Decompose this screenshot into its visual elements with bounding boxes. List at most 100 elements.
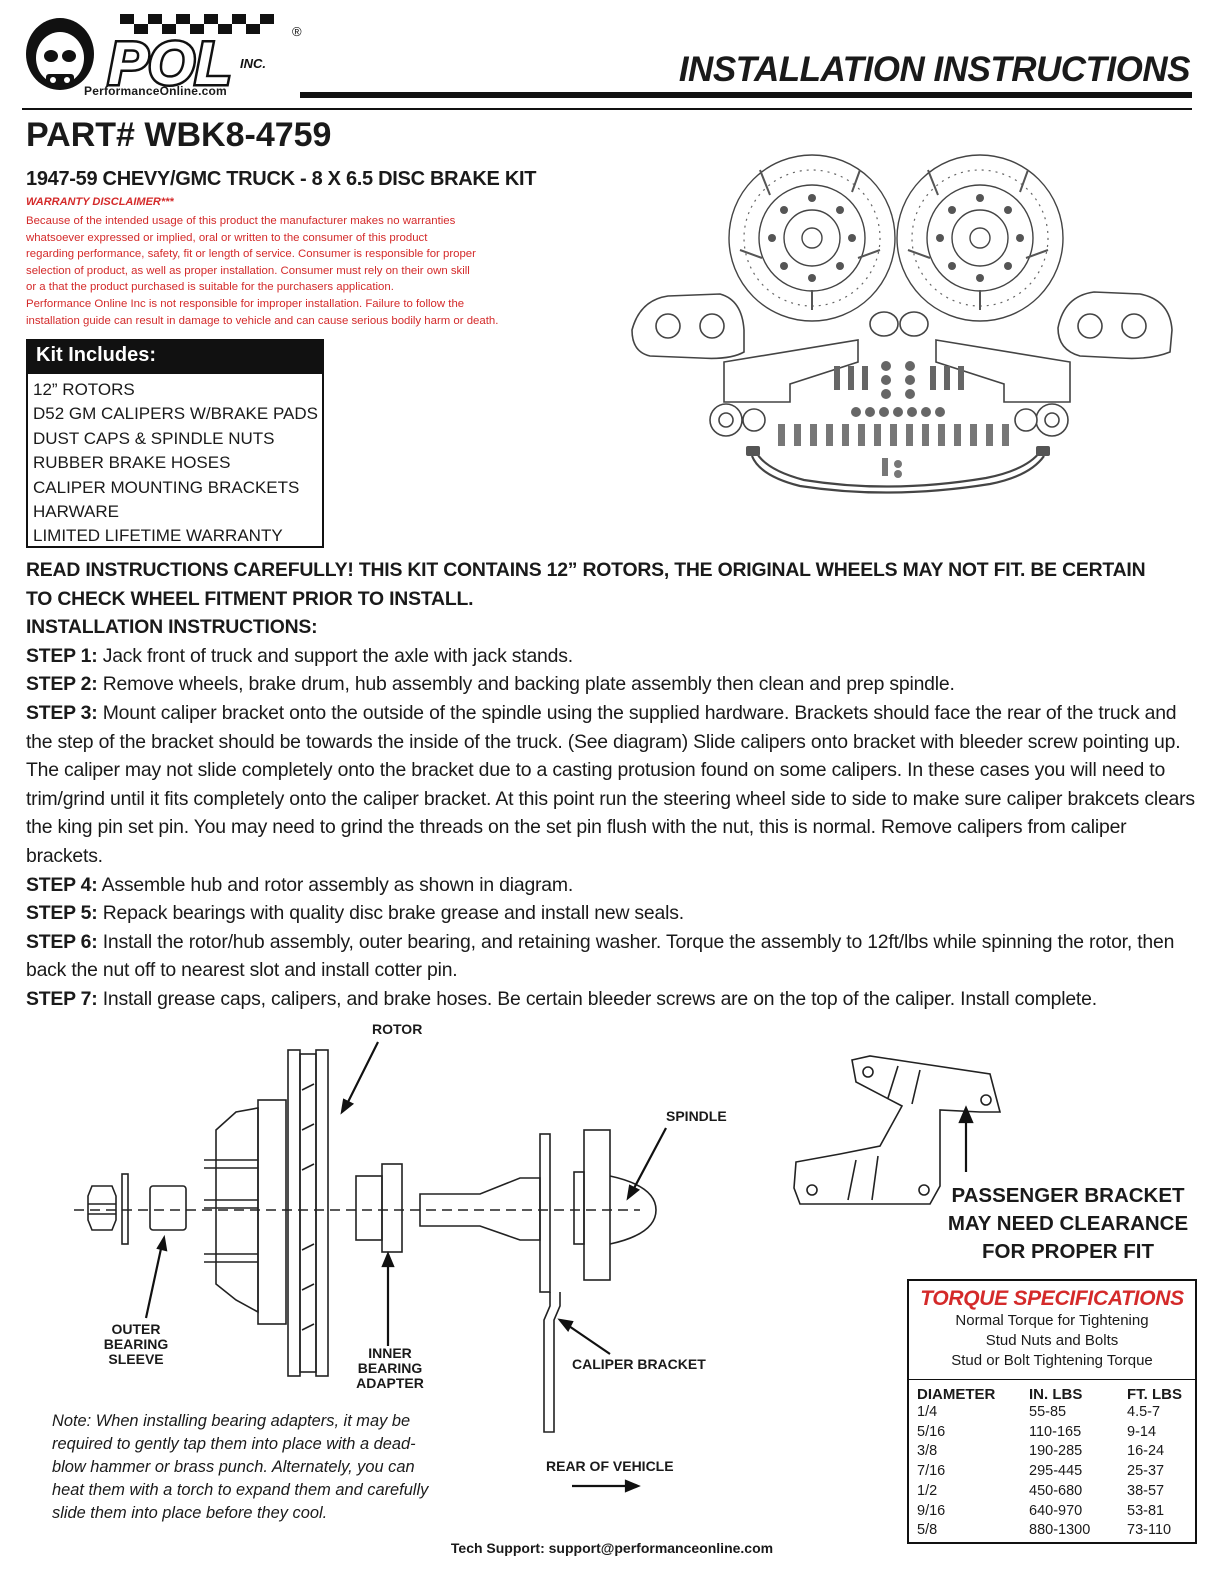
passenger-bracket-note: PASSENGER BRACKET MAY NEED CLEARANCE FOR… <box>940 1182 1196 1266</box>
label-line: OUTER <box>111 1321 161 1337</box>
note-line: FOR PROPER FIT <box>982 1240 1154 1263</box>
step-label: STEP 2: <box>26 673 98 696</box>
note-line: MAY NEED CLEARANCE <box>947 1212 1189 1235</box>
header-rule-thin <box>22 108 1192 110</box>
step-label: STEP 6: <box>26 930 98 953</box>
step-text: Mount caliper bracket onto the outside o… <box>26 701 1195 867</box>
kit-includes-title: Kit Includes: <box>28 341 322 374</box>
step-text: Install grease caps, calipers, and brake… <box>97 987 1097 1010</box>
table-cell: 450-680 <box>1029 1482 1083 1499</box>
kit-includes-list: 12” ROTORS D52 GM CALIPERS W/BRAKE PADS … <box>28 374 322 549</box>
kit-includes-box: Kit Includes: 12” ROTORS D52 GM CALIPERS… <box>26 339 324 548</box>
table-cell: 9/16 <box>917 1502 946 1519</box>
table-header-row: DIAMETER IN. LBS FT. LBS <box>909 1386 1195 1403</box>
registered-mark: ® <box>292 24 302 39</box>
table-cell: 16-24 <box>1127 1443 1165 1460</box>
table-cell: 1/4 <box>917 1404 938 1420</box>
label-line: INNER <box>368 1345 412 1361</box>
instructions-body: READ INSTRUCTIONS CAREFULLY! THIS KIT CO… <box>26 556 1206 1014</box>
step-text: Assemble hub and rotor assembly as shown… <box>97 873 574 896</box>
step: STEP 3: Mount caliper bracket onto the o… <box>26 699 1206 871</box>
torque-subtitle: Normal Torque for Tightening <box>955 1312 1149 1329</box>
part-number: PART# WBK8-4759 <box>26 116 332 154</box>
caliper-bracket-label: CALIPER BRACKET <box>572 1356 706 1372</box>
torque-divider <box>909 1379 1195 1380</box>
table-cell: 190-285 <box>1029 1443 1083 1460</box>
step-text: Remove wheels, brake drum, hub assembly … <box>97 673 955 696</box>
logo-suffix: INC. <box>240 56 266 71</box>
torque-specifications-box: TORQUE SPECIFICATIONS Normal Torque for … <box>907 1279 1197 1544</box>
table-row: 9/16 640-970 53-81 <box>909 1502 1195 1522</box>
warranty-body: Because of the intended usage of this pr… <box>26 213 546 329</box>
warranty-line: or a that the product purchased is suita… <box>26 281 394 294</box>
spindle-label: SPINDLE <box>666 1108 727 1124</box>
kit-item: RUBBER BRAKE HOSES <box>33 453 231 473</box>
label-line: ADAPTER <box>356 1375 424 1391</box>
outer-bearing-sleeve-label: OUTER BEARING SLEEVE <box>96 1322 176 1367</box>
table-cell: 38-57 <box>1127 1482 1165 1499</box>
table-cell: 880-1300 <box>1029 1522 1091 1539</box>
column-header: FT. LBS <box>1127 1386 1182 1403</box>
step-label: STEP 3: <box>26 701 98 724</box>
product-subtitle: 1947-59 CHEVY/GMC TRUCK - 8 X 6.5 DISC B… <box>26 168 537 190</box>
header-rule-thick <box>300 92 1192 98</box>
step-label: STEP 5: <box>26 902 98 925</box>
table-row: 7/16 295-445 25-37 <box>909 1462 1195 1482</box>
step-label: STEP 7: <box>26 987 98 1010</box>
pol-logo: POL INC. ® <box>26 14 302 100</box>
table-cell: 5/16 <box>917 1423 946 1440</box>
table-cell: 7/16 <box>917 1463 946 1480</box>
logo-letters: POL <box>108 30 231 97</box>
table-cell: 5/8 <box>917 1522 938 1539</box>
kit-item: 12” ROTORS <box>33 380 135 399</box>
table-cell: 4.5-7 <box>1127 1404 1161 1420</box>
step-text: Install the rotor/hub assembly, outer be… <box>26 930 1175 982</box>
inner-bearing-adapter-label: INNER BEARING ADAPTER <box>350 1346 430 1391</box>
step: STEP 7: Install grease caps, calipers, a… <box>26 985 1206 1014</box>
label-line: BEARING <box>357 1360 423 1376</box>
kit-item: D52 GM CALIPERS W/BRAKE PADS <box>33 404 318 424</box>
table-cell: 640-970 <box>1029 1502 1083 1519</box>
rotor-label: ROTOR <box>372 1021 423 1037</box>
tech-support-line: Tech Support: support@performanceonline.… <box>450 1540 774 1556</box>
step: STEP 4: Assemble hub and rotor assembly … <box>26 871 1206 900</box>
kit-item: LIMITED LIFETIME WARRANTY <box>33 526 283 546</box>
bearing-adapter-note: Note: When installing bearing adapters, … <box>52 1412 429 1522</box>
table-cell: 53-81 <box>1127 1502 1165 1519</box>
warranty-line: Performance Online Inc is not responsibl… <box>26 297 465 310</box>
table-cell: 295-445 <box>1029 1463 1083 1480</box>
step: STEP 1: Jack front of truck and support … <box>26 642 1206 671</box>
warranty-line: Because of the intended usage of this pr… <box>26 215 456 227</box>
warranty-line: whatsoever expressed or implied, oral or… <box>26 231 428 244</box>
table-cell: 3/8 <box>917 1443 938 1460</box>
kit-item: HARWARE <box>33 502 119 522</box>
step: STEP 6: Install the rotor/hub assembly, … <box>26 928 1206 985</box>
column-header: IN. LBS <box>1029 1386 1083 1403</box>
fitment-warning: READ INSTRUCTIONS CAREFULLY! THIS KIT CO… <box>26 559 1146 581</box>
step-label: STEP 1: <box>26 644 98 667</box>
torque-title: TORQUE SPECIFICATIONS <box>920 1287 1184 1310</box>
warranty-line: regarding performance, safety, fit or le… <box>26 248 476 261</box>
table-row: 5/8 880-1300 73-110 <box>909 1521 1195 1541</box>
table-cell: 9-14 <box>1127 1423 1157 1440</box>
table-cell: 73-110 <box>1127 1522 1172 1539</box>
page-title: INSTALLATION INSTRUCTIONS <box>678 50 1191 89</box>
kit-item: DUST CAPS & SPINDLE NUTS <box>33 428 275 448</box>
table-cell: 25-37 <box>1127 1463 1165 1480</box>
step: STEP 5: Repack bearings with quality dis… <box>26 899 1206 928</box>
step: STEP 2: Remove wheels, brake drum, hub a… <box>26 670 1206 699</box>
torque-subtitle: Stud Nuts and Bolts <box>985 1332 1119 1349</box>
label-line: BEARING <box>103 1336 169 1352</box>
warranty-line: selection of product, as well as proper … <box>26 264 470 277</box>
column-header: DIAMETER <box>917 1386 996 1403</box>
warranty-title: WARRANTY DISCLAIMER*** <box>26 196 174 208</box>
rear-of-vehicle-label: REAR OF VEHICLE <box>546 1458 674 1474</box>
instructions-heading: INSTALLATION INSTRUCTIONS: <box>26 616 318 639</box>
note-line: PASSENGER BRACKET <box>951 1184 1185 1207</box>
logo-url: PerformanceOnline.com <box>84 84 227 98</box>
torque-subtitle: Stud or Bolt Tightening Torque <box>951 1352 1153 1369</box>
